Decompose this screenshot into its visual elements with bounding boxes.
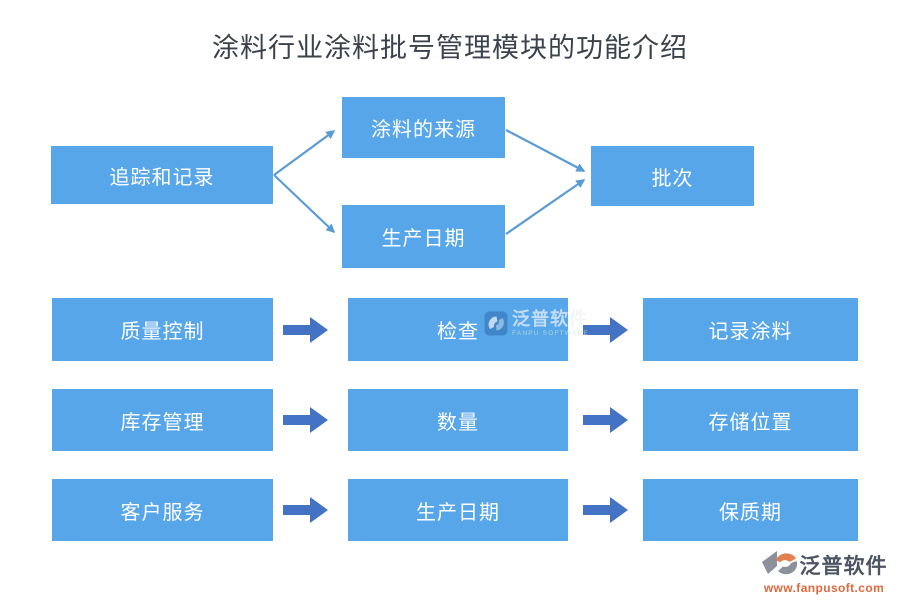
flow-box-target: 批次 [591,146,754,206]
footer-brand-text: 泛普软件 [799,555,888,578]
process-box-action: 检查 [348,298,568,361]
block-arrow-icon [583,407,628,433]
connector-source-to-branch-bottom [273,174,336,234]
connector-branch-top-to-target [505,129,586,172]
block-arrow-icon [283,317,328,343]
connector-source-to-branch-top [273,130,336,176]
flow-box-source: 追踪和记录 [51,146,273,204]
process-box-result: 记录涂料 [643,298,858,361]
block-arrow-icon [583,317,628,343]
block-arrow-icon [283,407,328,433]
block-arrow-icon [583,497,628,523]
block-arrow-icon [283,497,328,523]
page-title: 涂料行业涂料批号管理模块的功能介绍 [212,33,688,63]
process-box-result: 保质期 [643,479,858,541]
connector-branch-bottom-to-target [505,179,586,235]
process-box-result: 存储位置 [643,389,858,451]
process-box-step: 质量控制 [52,298,273,361]
footer-url-text: www.fanpusoft.com [763,581,885,595]
flow-box-branch-top: 涂料的来源 [342,97,505,158]
fanpu-logo-icon [761,551,797,575]
footer-logo: 泛普软件 www.fanpusoft.com [752,547,896,595]
process-box-action: 生产日期 [348,479,568,541]
flow-box-branch-bottom: 生产日期 [342,205,505,268]
process-box-step: 客户服务 [52,479,273,541]
process-box-action: 数量 [348,389,568,451]
process-box-step: 库存管理 [52,389,273,451]
